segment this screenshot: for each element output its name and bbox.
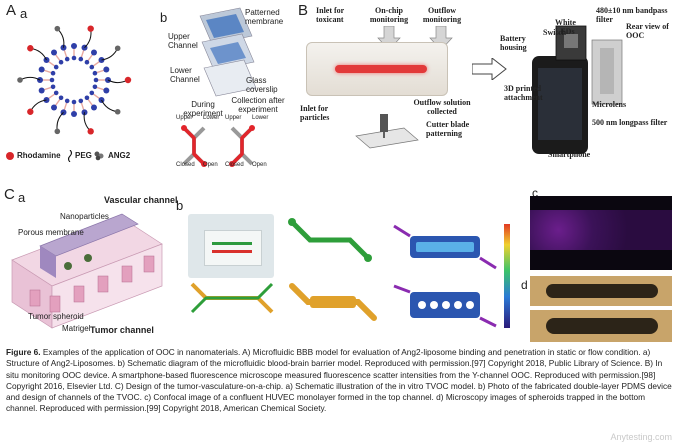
label-bandpass: 480±10 nm bandpass filter — [596, 6, 668, 24]
panel-c-sub-b: b — [176, 198, 184, 213]
caption-label: Figure 6. — [6, 347, 41, 357]
bbb-chip-diagram — [181, 7, 257, 167]
label-lower-2: Lower — [252, 115, 269, 121]
panel-c-letter: C — [4, 186, 15, 203]
ang2-icon — [94, 151, 104, 161]
label-switch: Switch — [543, 28, 567, 37]
label-upper-1: Upper — [176, 115, 193, 121]
label-tumor-spheroid: Tumor spheroid — [28, 312, 84, 321]
label-tumor-channel: Tumor channel — [90, 325, 154, 335]
panel-c-sub-c: c — [532, 186, 538, 200]
panel-a-sub-a: a — [20, 6, 28, 21]
panel-c-sub-a: a — [18, 190, 26, 205]
pdms-device-photo — [188, 214, 274, 278]
label-longpass: 500 nm longpass filter — [592, 118, 668, 127]
panel-a-letter: A — [6, 2, 17, 19]
arrow-right-icon — [472, 58, 507, 80]
legend-rhodamine: Rhodamine — [17, 151, 61, 160]
liposome-legend: Rhodamine PEG ANG2 — [6, 150, 156, 164]
red-channel-photo — [212, 250, 252, 253]
label-rear-view: Rear view of OOC — [626, 22, 669, 40]
watermark: Anytesting.com — [610, 432, 672, 442]
spheroid-row-2 — [546, 318, 658, 334]
label-3d-printed: 3D printed attachment — [504, 84, 543, 102]
spheroid-image-2 — [530, 310, 672, 342]
label-upper-channel: Upper Channel — [168, 32, 198, 50]
label-battery-housing: Battery housing — [500, 34, 527, 52]
huvec-monolayer — [530, 210, 672, 250]
label-lower-1: Lower — [203, 115, 220, 121]
label-microlens: Microlens — [592, 100, 627, 109]
label-patterned-membrane: Patterned membrane — [245, 8, 284, 26]
label-upper-2: Upper — [225, 115, 242, 121]
label-during-experiment: During experiment — [183, 100, 223, 118]
label-matrigel: Matrigel — [62, 324, 91, 333]
ooc-chip-photo — [306, 42, 448, 96]
label-collection: Collection after experiment — [231, 96, 285, 114]
legend-ang2: ANG2 — [108, 151, 131, 160]
rhodamine-icon — [6, 152, 14, 160]
panel-b-letter: B — [298, 2, 309, 19]
red-channel — [335, 65, 427, 73]
smartphone-device — [532, 25, 623, 154]
ang2-liposome-diagram — [17, 25, 132, 135]
label-glass-coverslip: Glass coverslip — [246, 76, 278, 94]
label-closed-1: Closed — [176, 162, 195, 168]
label-smartphone: Smartphone — [548, 150, 591, 159]
green-channel — [212, 242, 252, 245]
figure-caption: Figure 6. Examples of the application of… — [6, 347, 674, 415]
label-cutter-blade: Cutter blade patterning — [426, 120, 470, 138]
label-inlet-toxicant: Inlet for toxicant — [316, 6, 345, 24]
label-open-1: Open — [203, 162, 218, 168]
label-porous-membrane: Porous membrane — [18, 228, 84, 237]
channel-designs — [190, 218, 510, 328]
label-lower-channel: Lower Channel — [170, 66, 200, 84]
label-closed-2: Closed — [225, 162, 244, 168]
panel-c-sub-d: d — [521, 278, 528, 292]
device-slab — [204, 230, 262, 266]
label-vascular-channel: Vascular channel — [104, 195, 178, 205]
label-inlet-particles: Inlet for particles — [300, 104, 330, 122]
label-open-2: Open — [252, 162, 267, 168]
cutter-blade-icon — [355, 114, 419, 149]
spheroid-image-1 — [530, 276, 672, 306]
label-white-leds: White LEDs — [555, 18, 576, 36]
peg-icon — [67, 150, 73, 162]
label-onchip-monitoring: On-chip monitoring — [369, 6, 409, 24]
label-outflow-monitoring: Outflow monitoring — [422, 6, 462, 24]
caption-text: Examples of the application of OOC in na… — [6, 347, 672, 414]
tvoc-schematic — [11, 213, 163, 329]
label-nanoparticles: Nanoparticles — [60, 212, 109, 221]
label-outflow-collected: Outflow solution collected — [413, 98, 471, 116]
panel-a-sub-b: b — [160, 10, 168, 25]
spheroid-row-1 — [546, 284, 658, 298]
confocal-image — [530, 196, 672, 270]
legend-peg: PEG — [75, 151, 92, 160]
